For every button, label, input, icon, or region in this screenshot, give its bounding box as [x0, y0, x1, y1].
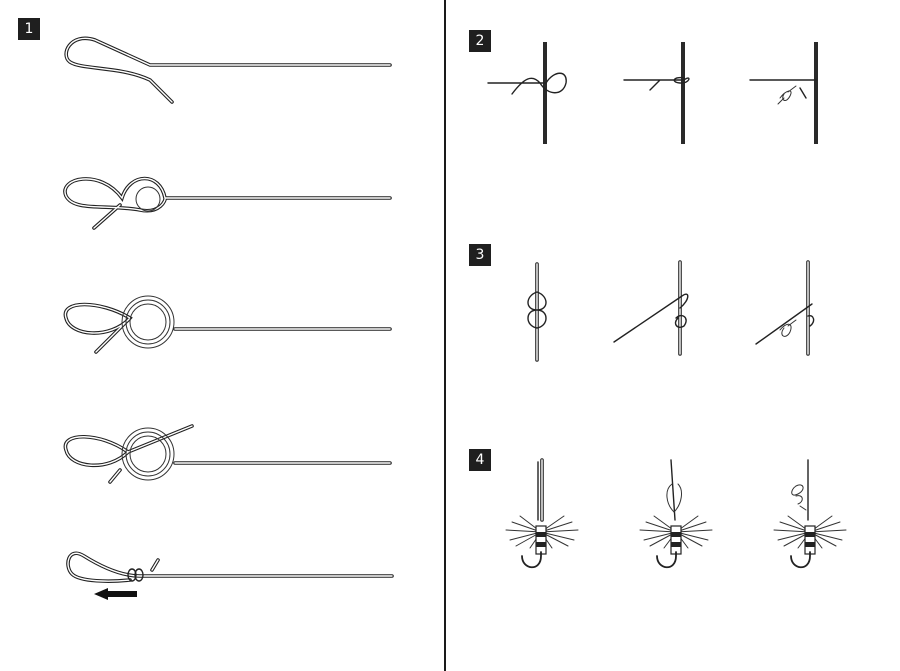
step-3-stage-3 — [755, 260, 815, 356]
step-1-stage-1 — [64, 36, 392, 104]
step-2-stage-1 — [487, 42, 567, 144]
step-1-stage-4 — [63, 424, 392, 484]
panel-divider — [444, 0, 446, 671]
step-4-fly-2 — [639, 459, 713, 569]
step-badge-2: 2 — [469, 30, 491, 52]
pull-direction-arrow-icon — [94, 588, 137, 600]
step-3-stage-2 — [613, 260, 689, 356]
step-4-fly-1 — [505, 458, 579, 569]
step-1-stage-2 — [63, 176, 392, 230]
step-1-stage-5 — [66, 551, 394, 600]
step-1-stage-3 — [63, 295, 392, 354]
step-badge-4: 4 — [469, 449, 491, 471]
step-badge-3: 3 — [469, 244, 491, 266]
step-4-fly-3 — [773, 459, 847, 569]
step-2-stage-2 — [623, 42, 690, 144]
step-2-stage-3 — [749, 42, 818, 144]
step-badge-1: 1 — [18, 18, 40, 40]
step-3-stage-1 — [527, 262, 547, 362]
